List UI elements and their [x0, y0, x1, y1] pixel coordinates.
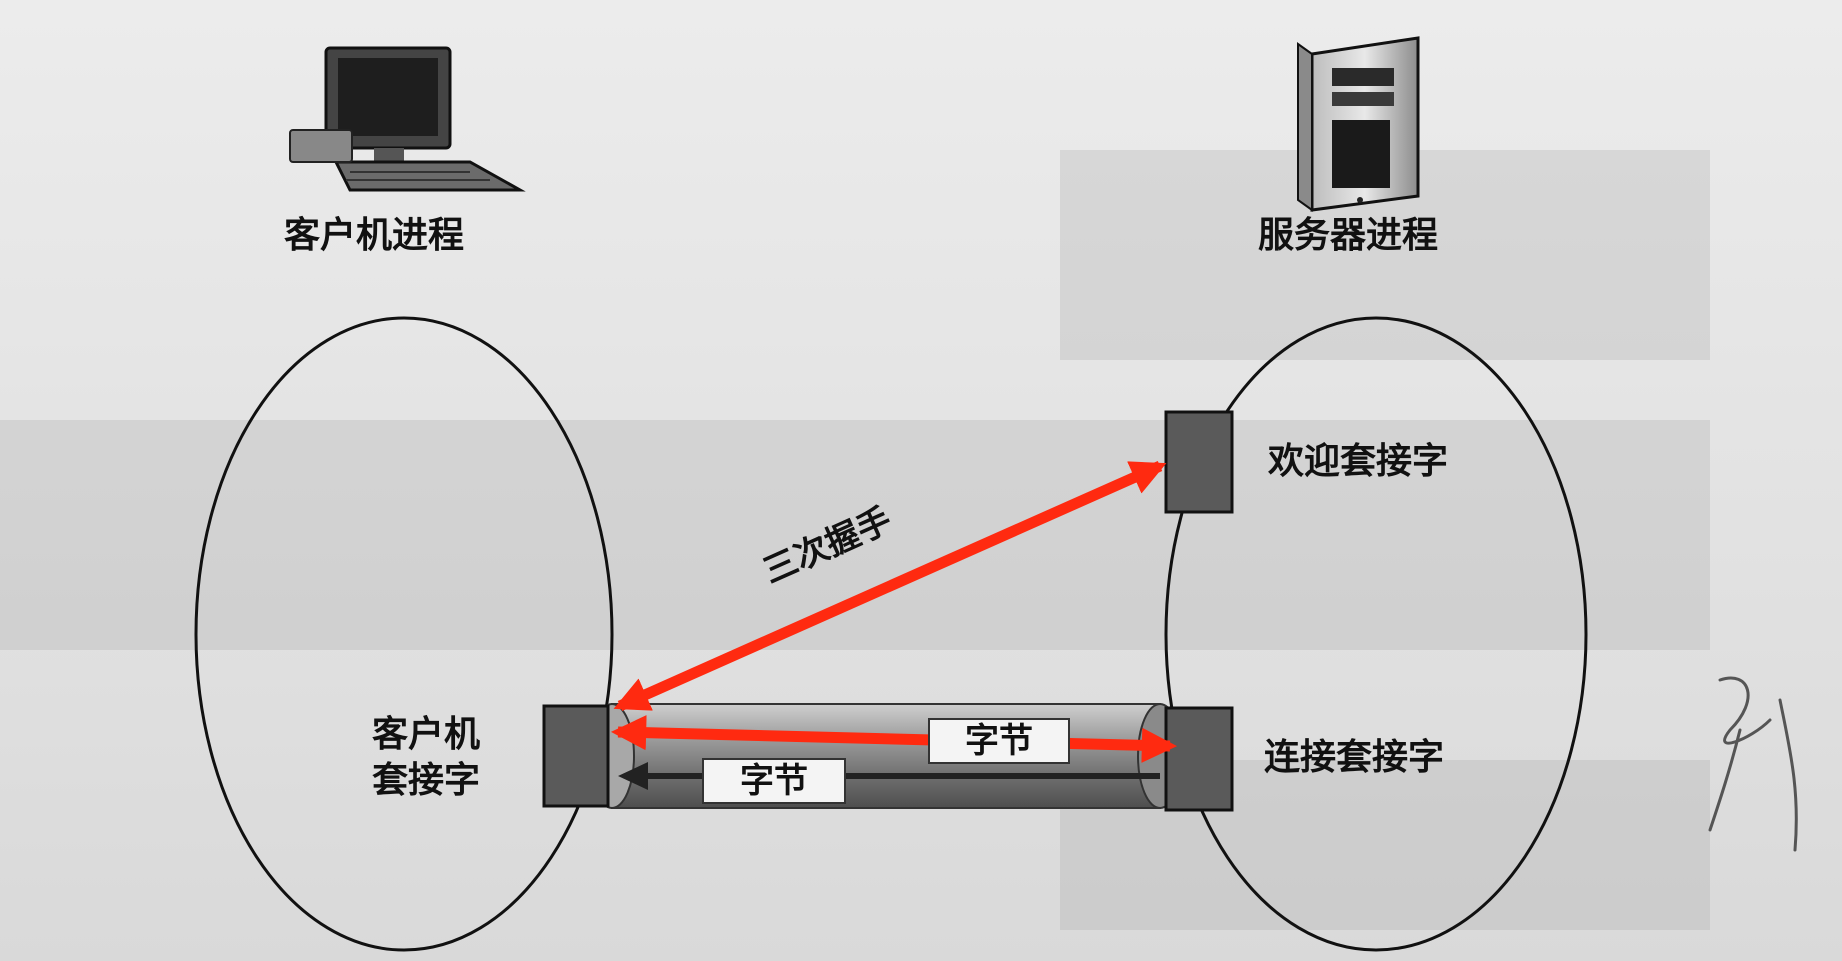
- client-socket-label-line2: 套接字: [372, 760, 481, 801]
- client-socket-box: [542, 704, 610, 808]
- handwritten-pencil-mark: [1708, 676, 1798, 852]
- client-process-title: 客户机进程: [284, 215, 465, 256]
- byte-pipe: [589, 703, 1183, 809]
- welcome-socket-box: [1164, 410, 1234, 514]
- bytes-label-lower: 字节: [702, 758, 846, 804]
- welcome-socket-label: 欢迎套接字: [1268, 441, 1449, 482]
- connection-socket-box: [1164, 706, 1234, 812]
- bytes-label-upper: 字节: [928, 718, 1070, 764]
- handshake-arrow: [613, 460, 1167, 712]
- client-socket-label-line1: 客户机: [372, 714, 481, 755]
- client-socket-label: 客户机 套接字: [372, 712, 480, 804]
- connection-socket-label: 连接套接字: [1264, 737, 1445, 778]
- server-process-title: 服务器进程: [1258, 215, 1439, 256]
- server-tower-icon: [1297, 36, 1420, 212]
- computer-icon: [289, 46, 526, 192]
- client-process-ellipse: [194, 316, 614, 952]
- data-transfer-arrow: [610, 715, 1178, 763]
